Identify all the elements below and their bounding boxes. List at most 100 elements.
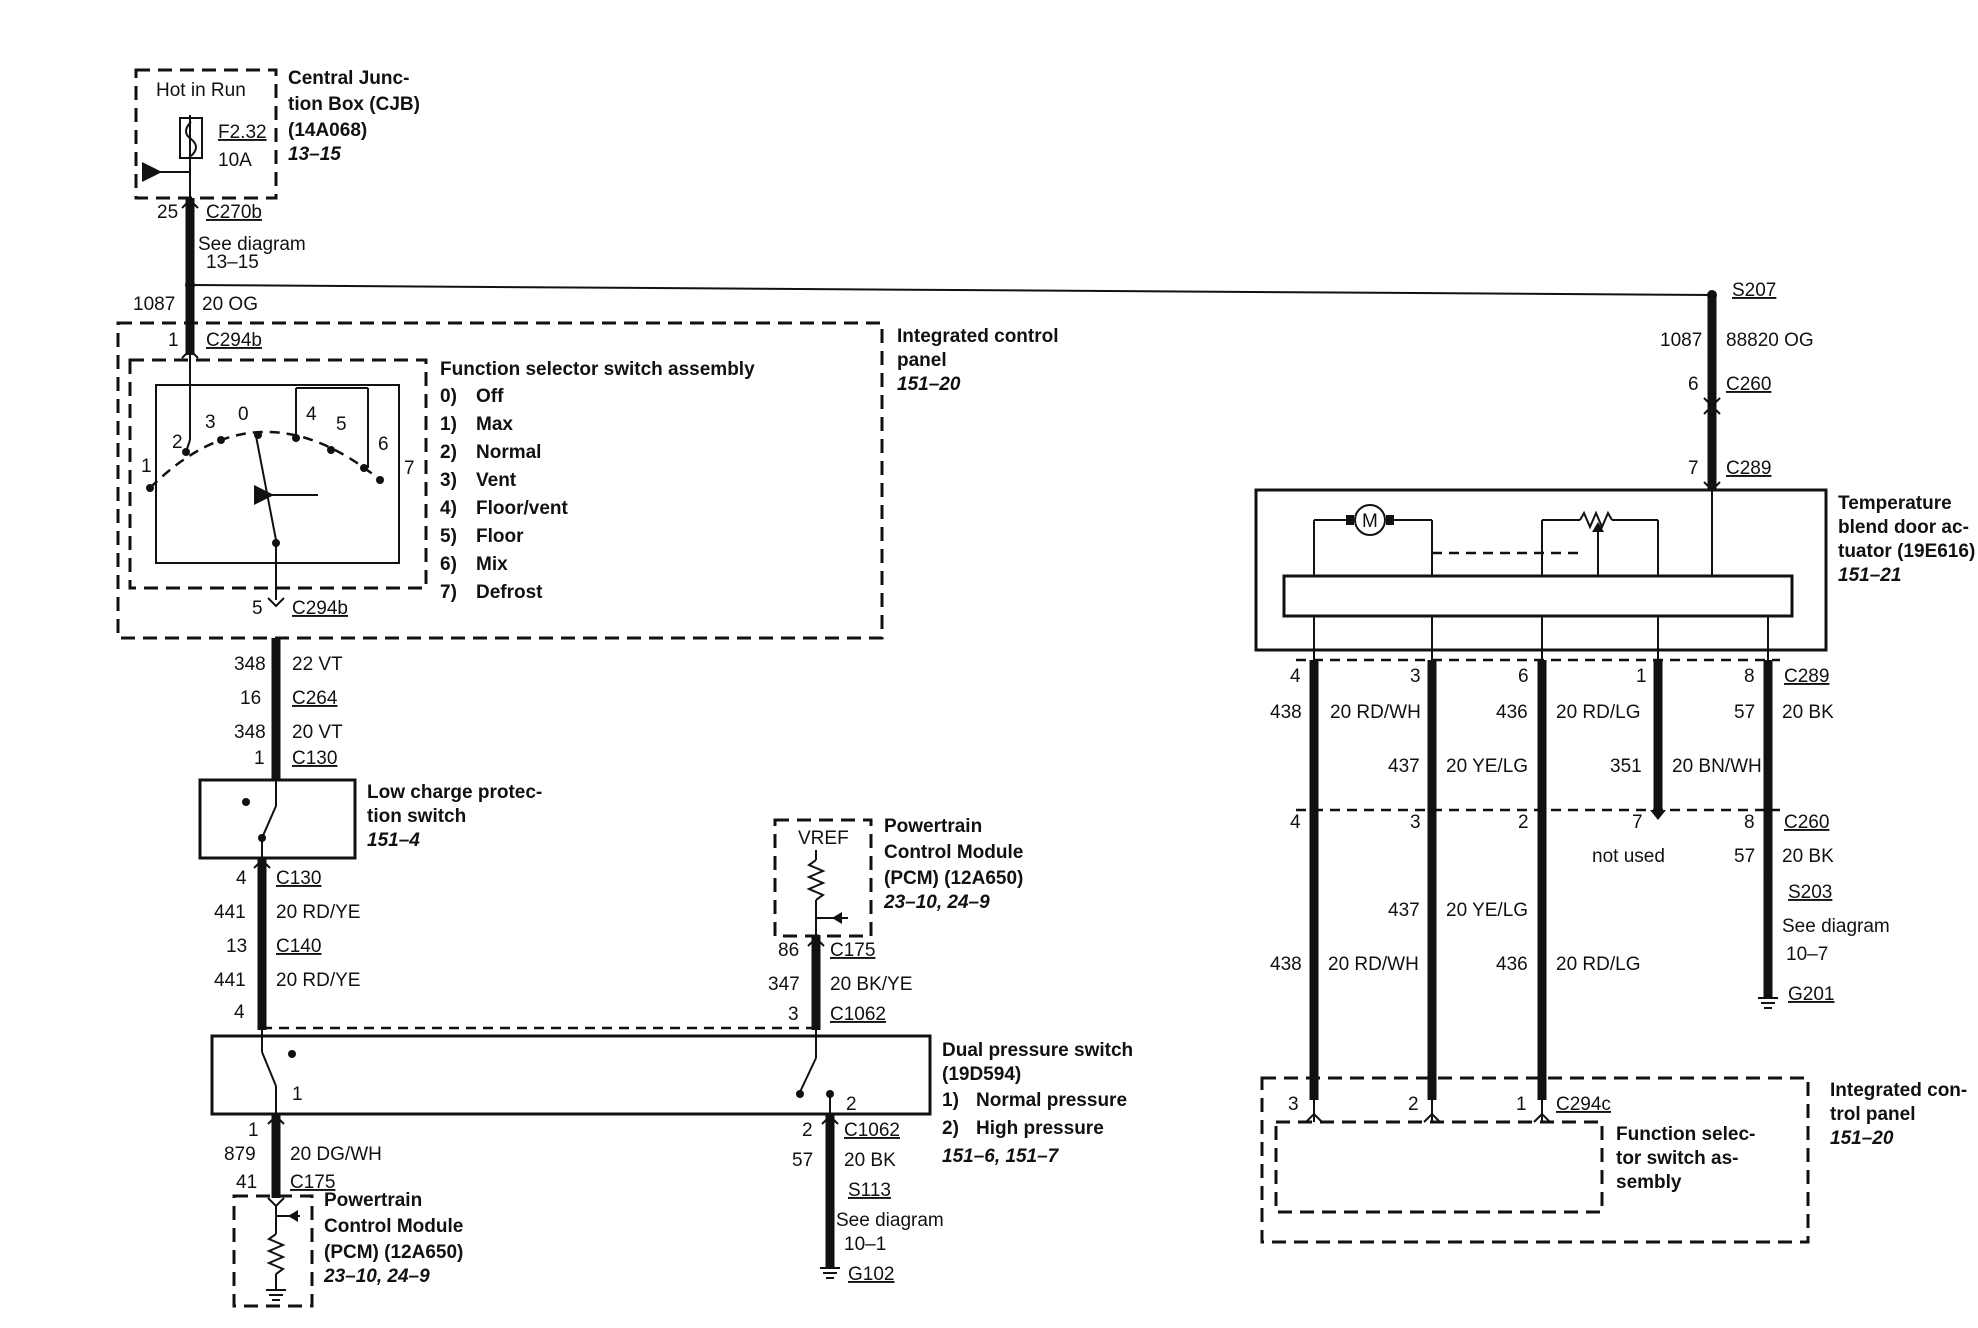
gauge-20og-label: 20 OG (202, 294, 258, 315)
fuse-rating: 10A (218, 150, 252, 171)
vref-label: VREF (798, 828, 849, 849)
dps-left-pin-1: 1 (248, 1120, 259, 1141)
mode-off: Off (476, 386, 504, 407)
c175-pin-41: 41 (236, 1172, 257, 1193)
pcm-bottom-resistor-icon (266, 1233, 286, 1275)
c1062-pin-3: 3 (788, 1004, 799, 1025)
pcm-top-title-3: (PCM) (12A650) (884, 868, 1023, 889)
circuit-437-b: 437 (1388, 900, 1420, 921)
c1062-connector-b: C1062 (844, 1120, 900, 1141)
c264-pin: 16 (240, 688, 261, 709)
c289-pin-6: 6 (1518, 666, 1529, 687)
dps-ref: 151–6, 151–7 (942, 1146, 1060, 1167)
c1062-connector-a: C1062 (830, 1004, 886, 1025)
circuit-879: 879 (224, 1144, 256, 1165)
mode-pos-0: 0) (440, 386, 457, 407)
c294c-pin-2: 2 (1408, 1094, 1419, 1115)
low-charge-switch-box (198, 778, 357, 860)
dps-pos-2: 2) (942, 1118, 959, 1139)
dps-right-output: 2 C1062 57 20 BK S113 See diagram 10–1 G… (792, 1114, 944, 1285)
c289-connector-b: C289 (1784, 666, 1829, 687)
fss-title: Function selector switch assembly (440, 359, 755, 380)
fss-contact-0: 0 (238, 404, 249, 425)
gauge-20bk-a: 20 BK (844, 1150, 896, 1171)
s203-see-diagram: See diagram (1782, 916, 1890, 937)
dps-left-pin-4: 4 (234, 1002, 245, 1023)
mode-floor-vent: Floor/vent (476, 498, 569, 519)
g102-ground-icon (820, 1267, 840, 1279)
pcm-top-ref: 23–10, 24–9 (883, 892, 990, 913)
g201-ground-icon (1758, 997, 1778, 1009)
circuit-441-b: 441 (214, 970, 246, 991)
dps-left-mark: 1 (292, 1084, 303, 1105)
c289-pin-4: 4 (1290, 666, 1301, 687)
c175-connector-b: C175 (290, 1172, 335, 1193)
c130-connector-a: C130 (292, 748, 337, 769)
c289-pin-1: 1 (1636, 666, 1647, 687)
c130-pin-1: 1 (254, 748, 265, 769)
c294b-out-connector: C294b (292, 598, 348, 619)
gauge-22vt: 22 VT (292, 654, 343, 675)
icp-ref: 151–20 (897, 374, 961, 395)
low-charge-switch-contact (261, 805, 277, 839)
gauge-20bkye: 20 BK/YE (830, 974, 912, 995)
fss-outline (128, 358, 428, 590)
icp2-outline (1260, 1076, 1810, 1244)
mode-floor: Floor (476, 526, 524, 547)
dps-mode-high: High pressure (976, 1118, 1104, 1139)
c270b-connector: C270b (206, 202, 262, 223)
gauge-20rdlg-a: 20 RD/LG (1556, 702, 1640, 723)
s207-bus-wire (189, 284, 1713, 296)
c260-pin-3: 3 (1410, 812, 1421, 833)
c140-pin: 13 (226, 936, 247, 957)
cjb-title-2: tion Box (CJB) (288, 94, 420, 115)
tbda-ref: 151–21 (1838, 565, 1901, 586)
fss-contact-3: 3 (205, 412, 216, 433)
c270b-pin: 25 (157, 202, 178, 223)
icp-title-2: panel (897, 350, 947, 371)
s113-splice: S113 (848, 1180, 891, 1201)
c1062-pin-2: 2 (802, 1120, 813, 1141)
c260-connector-a: C260 (1726, 374, 1771, 395)
pcm-bottom-title-3: (PCM) (12A650) (324, 1242, 463, 1263)
fss-contact-1: 1 (141, 456, 152, 477)
integrated-control-panel: 1 C294b Integrated control panel 151–20 … (116, 321, 1059, 640)
c289-pin-7: 7 (1688, 458, 1699, 479)
c260-pin-2: 2 (1518, 812, 1529, 833)
icp2-title-2: trol panel (1830, 1104, 1916, 1125)
mode-pos-6: 6) (440, 554, 457, 575)
mode-pos-5: 5) (440, 526, 457, 547)
circuit-438-b: 438 (1270, 954, 1302, 975)
circuit-438-a: 438 (1270, 702, 1302, 723)
central-junction-box: Hot in Run F2.32 10A Central Junc- tion … (134, 68, 420, 200)
c289-pin-3: 3 (1410, 666, 1421, 687)
gauge-20rdwh-b: 20 RD/WH (1328, 954, 1419, 975)
pcm-bottom-title-2: Control Module (324, 1216, 463, 1237)
mode-pos-2: 2) (440, 442, 457, 463)
fss-contact-4: 4 (306, 404, 317, 425)
fuse-number: F2.32 (218, 122, 267, 143)
circuit-57-a: 57 (792, 1150, 813, 1171)
pcm-top-outline (773, 818, 873, 938)
icp-title-1: Integrated control (897, 326, 1059, 347)
dps-left-output: 1 879 20 DG/WH 41 C175 Powertrain Contro… (224, 1114, 463, 1308)
pcm-bottom-title-1: Powertrain (324, 1190, 422, 1211)
gauge-20yelg-a: 20 YE/LG (1446, 756, 1528, 777)
tbda-title-1: Temperature (1838, 493, 1952, 514)
gauge-20dgwh: 20 DG/WH (290, 1144, 382, 1165)
icp2-fss-title-3: sembly (1616, 1172, 1682, 1193)
cjb-title-3: (14A068) (288, 120, 367, 141)
icp2-ref: 151–20 (1830, 1128, 1894, 1149)
dps-title-2: (19D594) (942, 1064, 1021, 1085)
dps-box (210, 1034, 932, 1116)
cjb-ref: 13–15 (288, 144, 341, 165)
tbda-title-3: tuator (19E616) (1838, 541, 1975, 562)
fss-contact-5: 5 (336, 414, 347, 435)
circuit-351: 351 (1610, 756, 1642, 777)
circuit-1087-label: 1087 (133, 294, 175, 315)
low-charge-circuit: 348 22 VT 16 C264 348 20 VT 1 C130 Low c… (198, 638, 816, 1030)
circuit-441-a: 441 (214, 902, 246, 923)
mode-pos-1: 1) (440, 414, 457, 435)
